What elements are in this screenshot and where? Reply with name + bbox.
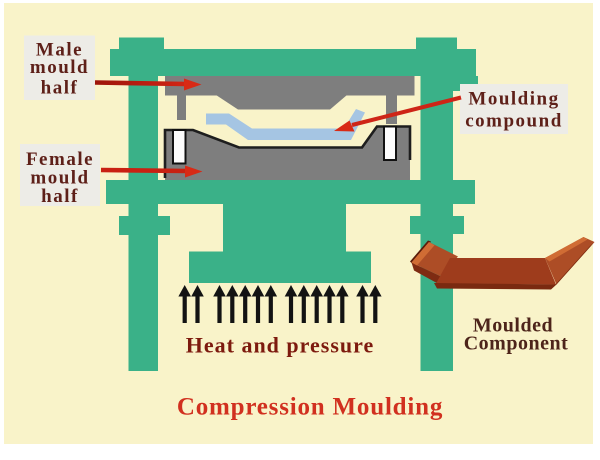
svg-text:Compression Moulding: Compression Moulding <box>177 394 443 421</box>
svg-text:mould: mould <box>30 168 89 189</box>
svg-text:half: half <box>41 186 79 207</box>
svg-text:Moulded: Moulded <box>473 315 553 337</box>
svg-text:half: half <box>41 78 79 99</box>
svg-text:Female: Female <box>26 149 94 170</box>
svg-text:mould: mould <box>30 57 89 78</box>
svg-text:compound: compound <box>465 111 563 132</box>
svg-text:Component: Component <box>464 333 569 355</box>
svg-text:Moulding: Moulding <box>468 88 559 109</box>
svg-text:Male: Male <box>36 40 83 61</box>
svg-text:Heat and pressure: Heat and pressure <box>186 333 375 358</box>
